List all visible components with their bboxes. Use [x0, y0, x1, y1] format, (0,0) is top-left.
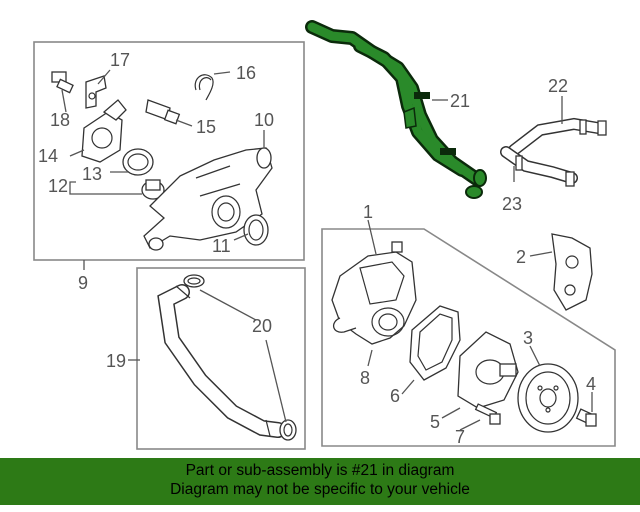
- info-banner: Part or sub-assembly is #21 in diagram D…: [0, 458, 640, 505]
- callout-17: 17: [110, 50, 130, 70]
- gasket-2[interactable]: [551, 233, 593, 311]
- callout-20: 20: [252, 316, 272, 336]
- pulley-3[interactable]: [517, 363, 579, 433]
- callout-22: 22: [548, 76, 568, 96]
- callout-8: 8: [360, 368, 370, 388]
- callout-12: 12: [48, 176, 68, 196]
- callout-1: 1: [363, 202, 373, 222]
- thermostat-housing-10[interactable]: [143, 147, 273, 251]
- water-pump-housing-1[interactable]: [331, 241, 417, 345]
- callout-6: 6: [390, 386, 400, 406]
- outlet-hose-group-box: [136, 267, 306, 450]
- banner-line-1: Part or sub-assembly is #21 in diagram: [185, 462, 455, 479]
- callout-7: 7: [455, 427, 465, 447]
- callout-labels: 1 2 3 4 5 6 7 8 9 10 11 12 13 14 15 16 1…: [38, 50, 596, 447]
- bolt-18[interactable]: [51, 71, 74, 94]
- callout-14: 14: [38, 146, 58, 166]
- thermostat-12[interactable]: [141, 179, 165, 200]
- pipe-bracket: [403, 106, 417, 129]
- banner-line-2: Diagram may not be specific to your vehi…: [170, 481, 470, 498]
- callout-13: 13: [82, 164, 102, 184]
- callout-2: 2: [516, 247, 526, 267]
- callout-23: 23: [502, 194, 522, 214]
- callout-21: 21: [450, 91, 470, 111]
- pipe-end-fitting: [473, 169, 487, 187]
- callout-15: 15: [196, 117, 216, 137]
- thermostat-cover-14[interactable]: [81, 99, 127, 163]
- gasket-11[interactable]: [243, 214, 269, 246]
- gasket-13[interactable]: [122, 148, 154, 176]
- sensor-15[interactable]: [145, 99, 181, 125]
- callout-18: 18: [50, 110, 70, 130]
- callout-16: 16: [236, 63, 256, 83]
- callout-19: 19: [106, 351, 126, 371]
- callout-9: 9: [78, 273, 88, 293]
- hose-19[interactable]: [157, 284, 286, 438]
- callout-10: 10: [254, 110, 274, 130]
- hose-22[interactable]: [508, 117, 607, 156]
- callout-5: 5: [430, 412, 440, 432]
- thermostat-housing-group-box: [33, 41, 305, 261]
- callout-4: 4: [586, 374, 596, 394]
- leader-lines: [61, 69, 593, 431]
- pipe-clamp: [414, 92, 430, 99]
- bracket-17[interactable]: [85, 75, 107, 109]
- callout-3: 3: [523, 328, 533, 348]
- bolt-4[interactable]: [575, 408, 597, 427]
- bolt-7[interactable]: [474, 403, 501, 425]
- water-pump-group-box: [321, 228, 616, 447]
- callout-11: 11: [212, 236, 231, 256]
- water-pump-5[interactable]: [457, 331, 519, 409]
- pipe-end-fitting: [465, 185, 483, 199]
- clip-16[interactable]: [194, 74, 214, 101]
- gasket-8[interactable]: [409, 305, 461, 381]
- pipe-clamp: [440, 148, 456, 155]
- highlighted-coolant-pipe[interactable]: [305, 20, 487, 199]
- clamp-20[interactable]: [183, 274, 297, 441]
- hose-23[interactable]: [500, 146, 578, 187]
